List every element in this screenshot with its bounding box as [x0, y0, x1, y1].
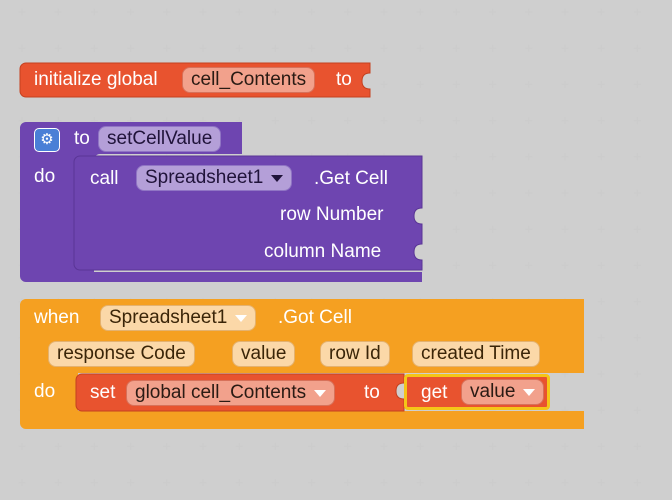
set-label: set: [90, 382, 116, 403]
call-label: call: [90, 168, 119, 189]
when-label: when: [34, 307, 80, 328]
event-param-created-time[interactable]: created Time: [412, 341, 540, 367]
initialize-global-keyword: initialize global: [34, 69, 158, 90]
chevron-down-icon: [314, 389, 327, 397]
call-method-label: .Get Cell: [314, 168, 388, 189]
set-to-label: to: [364, 382, 380, 403]
set-variable-name: global cell_Contents: [135, 382, 307, 403]
chevron-down-icon: [235, 314, 248, 322]
procedure-do-label: do: [34, 166, 56, 187]
procedure-name: setCellValue: [107, 128, 213, 149]
chevron-down-icon: [271, 174, 284, 182]
global-variable-name-field[interactable]: cell_Contents: [182, 67, 316, 93]
set-variable-block[interactable]: set global cell_Contents to get value: [74, 373, 558, 413]
set-variable-dropdown[interactable]: global cell_Contents: [126, 380, 336, 406]
event-handler-shape: [20, 299, 584, 429]
procedure-to-label: to: [74, 128, 90, 149]
procedure-name-field[interactable]: setCellValue: [98, 126, 222, 152]
global-variable-name: cell_Contents: [191, 69, 307, 90]
get-variable-dropdown[interactable]: value: [461, 379, 545, 405]
chevron-down-icon: [523, 388, 536, 396]
event-do-label: do: [34, 381, 56, 402]
get-label: get: [421, 382, 448, 403]
column-name-param: column Name: [264, 241, 382, 262]
call-component-dropdown[interactable]: Spreadsheet1: [136, 165, 293, 191]
event-component-dropdown[interactable]: Spreadsheet1: [100, 305, 257, 331]
event-component-name: Spreadsheet1: [109, 307, 228, 328]
init-to-label: to: [336, 69, 352, 90]
param-label: row Id: [329, 343, 381, 364]
event-param-row-id[interactable]: row Id: [320, 341, 390, 367]
gear-icon[interactable]: ⚙: [34, 128, 60, 152]
event-name-label: .Got Cell: [278, 307, 352, 328]
param-label: response Code: [57, 343, 186, 364]
get-variable-block[interactable]: get value: [404, 374, 550, 410]
param-label: value: [241, 343, 287, 364]
event-param-response-code[interactable]: response Code: [48, 341, 195, 367]
grid-plus-marks: [18, 8, 641, 487]
call-component-name: Spreadsheet1: [145, 167, 264, 188]
param-label: created Time: [421, 343, 531, 364]
get-variable-name: value: [470, 381, 516, 402]
event-param-value[interactable]: value: [232, 341, 296, 367]
row-number-param: row Number: [280, 204, 384, 225]
